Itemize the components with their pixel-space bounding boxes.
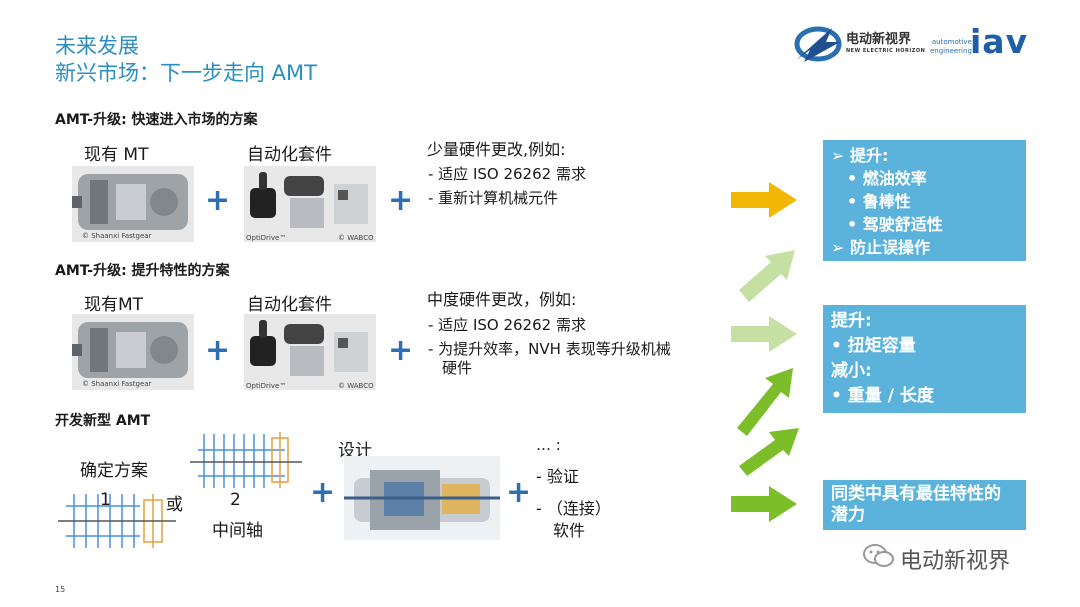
section1-item-2: - 重新计算机械元件: [428, 189, 559, 207]
section2-item-1: - 适应 ISO 26262 需求: [428, 316, 586, 334]
box1-bullet-3: • 驾驶舒适性: [847, 215, 943, 234]
box1-bullet-1: • 燃油效率: [847, 169, 927, 188]
title-line-1: 未来发展: [55, 34, 139, 58]
section2-gearbox-image: © Shaanxi Fastgear: [72, 314, 194, 390]
section3-num-1: 1: [100, 490, 111, 510]
section1-changes-title: 少量硬件更改,例如:: [427, 140, 566, 159]
countershaft-schematic-icon: [190, 432, 302, 488]
page-number: 15: [55, 585, 66, 594]
plus-icon: +: [205, 333, 231, 368]
plus-icon: +: [205, 183, 231, 218]
plus-icon: +: [310, 475, 336, 510]
iav-tagline: automotive engineering: [930, 38, 972, 55]
section2-label-mt: 现有MT: [84, 295, 144, 315]
section2-label-kit: 自动化套件: [247, 295, 332, 315]
section1-gearbox-image: © Shaanxi Fastgear: [72, 166, 194, 242]
plus-icon: +: [506, 475, 532, 510]
box2-line-3: 减小:: [831, 361, 872, 381]
box3-line-1: 同类中具有最佳特性的: [831, 484, 1001, 504]
section1-label-mt: 现有 MT: [84, 145, 149, 165]
design-cad-image: [344, 456, 500, 540]
gearbox-icon: [72, 174, 188, 230]
section1-item-1: - 适应 ISO 26262 需求: [428, 165, 586, 183]
section1-label-kit: 自动化套件: [247, 145, 332, 165]
layout-1-schematic-icon: [58, 494, 176, 548]
section1-kit-image: OptiDrive™ © WABCO: [244, 166, 376, 242]
box2-line-1: 提升:: [831, 311, 872, 331]
arrow-yellow-icon: [731, 182, 797, 218]
wechat-icon: [863, 544, 894, 567]
section2-credit-left: © Shaanxi Fastgear: [82, 380, 152, 388]
section2-kit-image: OptiDrive™ © WABCO: [244, 314, 376, 390]
box1-line-5: ➢ 防止误操作: [831, 238, 930, 257]
section3-item-1: - 验证: [536, 467, 579, 486]
box1-bullet-2: • 鲁棒性: [847, 192, 911, 211]
section3-label-decide: 确定方案: [80, 461, 148, 481]
automation-kit-icon: [250, 172, 368, 228]
section2-item-2-cont: 硬件: [442, 359, 473, 377]
section2-heading: AMT-升级: 提升特性的方案: [55, 263, 230, 279]
section3-heading: 开发新型 AMT: [55, 413, 151, 429]
section1-credit-left: © Shaanxi Fastgear: [82, 232, 152, 240]
result-box-2: 提升: • 扭矩容量 减小: • 重量 / 长度: [823, 305, 1026, 413]
section3-label-countershaft: 中间轴: [212, 521, 263, 541]
title-line-2: 新兴市场：下一步走向 AMT: [55, 61, 317, 85]
section3-num-2: 2: [230, 490, 241, 510]
arrow-green-diag-1-icon: [737, 368, 793, 436]
box2-bullet-1: • 扭矩容量: [831, 336, 916, 356]
plus-icon: +: [388, 333, 414, 368]
box1-line-1: ➢ 提升:: [831, 146, 889, 165]
logo-text-en: NEW ELECTRIC HORIZON: [846, 48, 926, 54]
arrow-light-right-icon: [731, 316, 797, 352]
watermark-text: 电动新视界: [900, 549, 1011, 574]
result-box-3: 同类中具有最佳特性的 潜力: [823, 480, 1026, 530]
transmission-cad-icon: [344, 470, 500, 530]
arrow-green-diag-2-icon: [739, 428, 799, 476]
iav-logo: iav: [970, 22, 1029, 61]
arrows-group: [731, 182, 799, 522]
arrow-green-right-icon: [731, 486, 797, 522]
section1-credit-optidrive: OptiDrive™: [246, 234, 287, 242]
section2-credit-wabco: © WABCO: [338, 382, 374, 390]
box3-line-2: 潜力: [831, 505, 865, 525]
section3-item-2-cont: 软件: [553, 521, 586, 540]
automation-kit-icon: [250, 320, 368, 376]
plus-icon: +: [388, 183, 414, 218]
arrow-light-diag-icon: [739, 250, 795, 302]
page-title: 未来发展 新兴市场：下一步走向 AMT: [55, 33, 317, 87]
section2-changes-title: 中度硬件更改，例如:: [427, 290, 577, 309]
section1-credit-wabco: © WABCO: [338, 234, 374, 242]
section3-item-2: - （连接）: [536, 499, 611, 518]
section1-heading: AMT-升级: 快速进入市场的方案: [55, 112, 258, 128]
section2-item-2: - 为提升效率，NVH 表现等升级机械: [428, 340, 671, 358]
box2-bullet-2: • 重量 / 长度: [831, 386, 934, 406]
logo-text-cn: 电动新视界: [846, 32, 912, 47]
section3-ellipsis: … :: [536, 436, 561, 454]
result-box-1: ➢ 提升: • 燃油效率 • 鲁棒性 • 驾驶舒适性 ➢ 防止误操作: [823, 140, 1026, 261]
section3-or: 或: [166, 495, 183, 515]
electric-horizon-logo-icon: [794, 26, 842, 62]
logo-group: 电动新视界 NEW ELECTRIC HORIZON automotive en…: [792, 18, 1042, 70]
gearbox-icon: [72, 322, 188, 378]
section2-credit-optidrive: OptiDrive™: [246, 382, 287, 390]
